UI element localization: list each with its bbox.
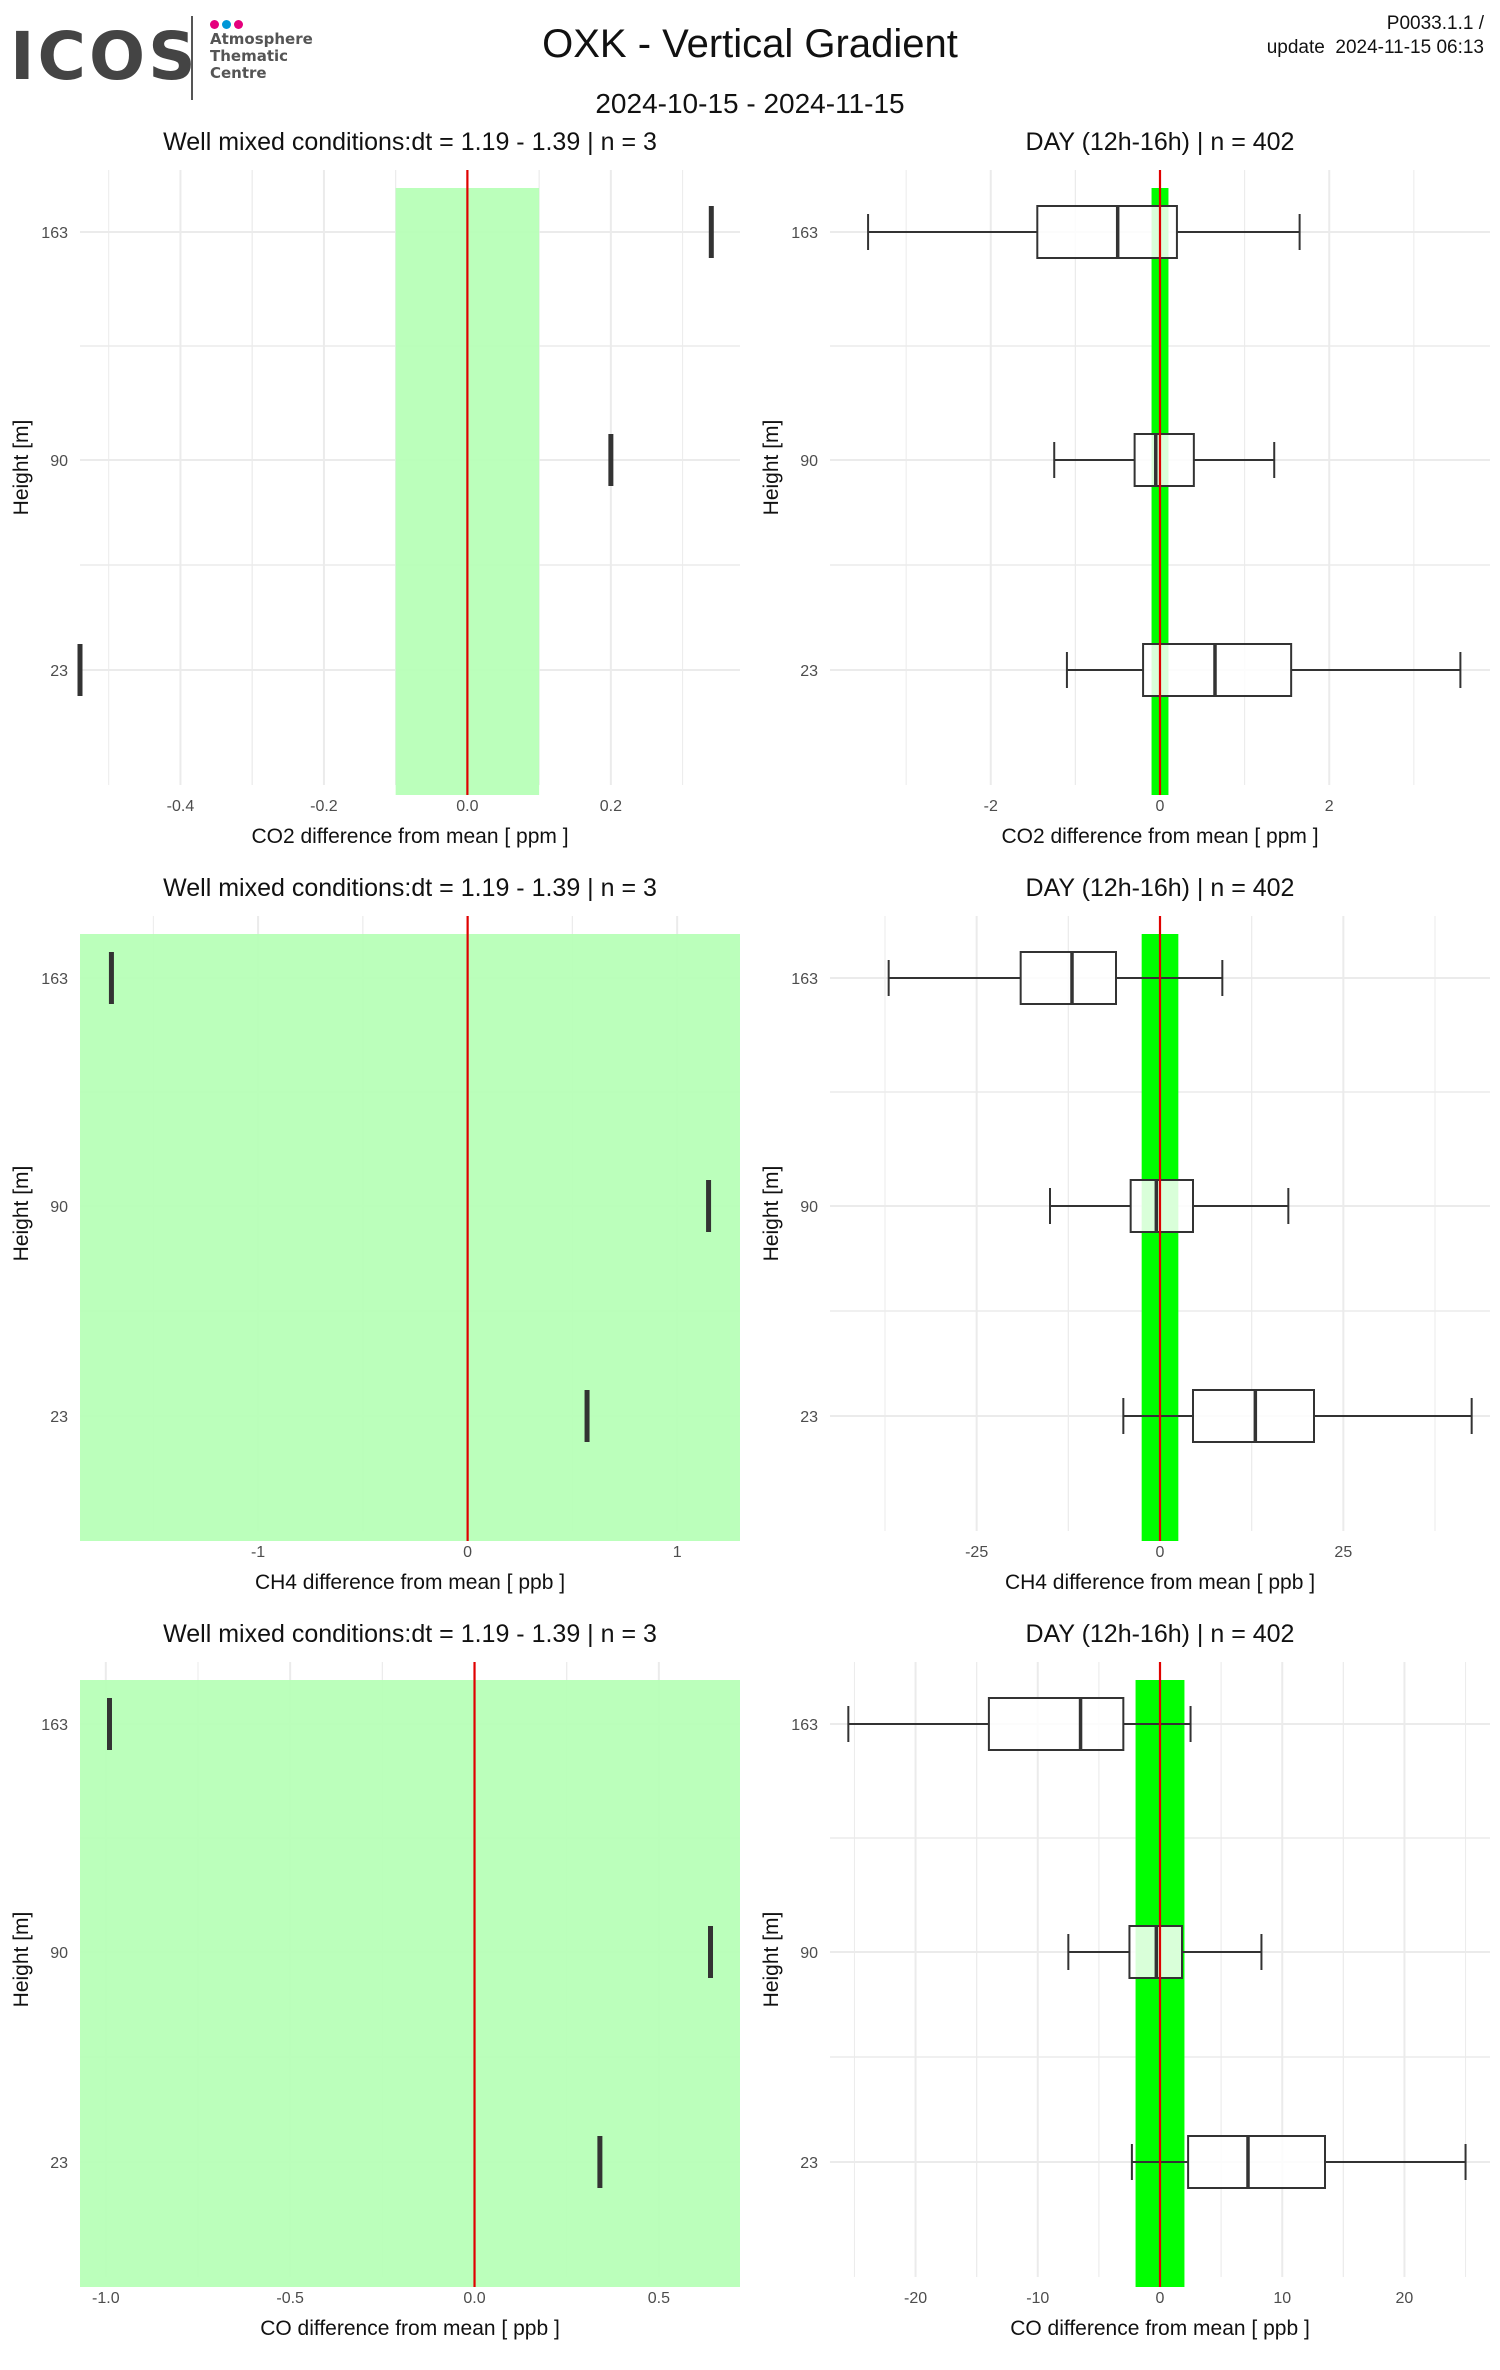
ch4-day-panel: DAY (12h-16h) | n = 402 163 90 23 -25 0 25CH4 … xyxy=(760,874,1490,1594)
x-tick-label: -0.2 xyxy=(310,798,338,815)
y-tick-label: 23 xyxy=(50,663,68,680)
logo-line-1: Atmosphere xyxy=(210,30,313,48)
y-tick-label: 163 xyxy=(791,971,818,988)
x-tick-label: -1 xyxy=(251,1544,265,1561)
logo-dot-3 xyxy=(234,20,243,29)
y-tick-label: 163 xyxy=(791,225,818,242)
x-axis-label: CH4 difference from mean [ ppb ] xyxy=(1005,1571,1315,1594)
panel-title: Well mixed conditions:dt = 1.19 - 1.39 |… xyxy=(163,874,657,902)
x-tick-label: 20 xyxy=(1396,2290,1414,2307)
box-iqr xyxy=(1133,433,1195,487)
date-range: 2024-10-15 - 2024-11-15 xyxy=(595,88,905,119)
threshold-band xyxy=(80,1680,740,2287)
x-axis-label: CO2 difference from mean [ ppm ] xyxy=(251,825,568,848)
x-tick-label: -1.0 xyxy=(92,2290,120,2307)
product-meta: P0033.1.1 / update 2024-11-15 06:13 xyxy=(1267,12,1484,60)
y-axis-label: Height [m] xyxy=(760,1912,783,2008)
box-iqr xyxy=(987,1697,1125,1751)
panel-title: Well mixed conditions:dt = 1.19 - 1.39 |… xyxy=(163,128,657,156)
y-axis-label: Height [m] xyxy=(10,1166,33,1262)
logo-line-2: Thematic xyxy=(210,47,289,65)
y-tick-label: 23 xyxy=(800,663,818,680)
x-tick-label: -10 xyxy=(1026,2290,1049,2307)
panel-title: Well mixed conditions:dt = 1.19 - 1.39 |… xyxy=(163,1620,657,1648)
panel-title: DAY (12h-16h) | n = 402 xyxy=(1026,128,1295,156)
x-tick-label: -0.4 xyxy=(167,798,195,815)
logo-dot-1 xyxy=(210,20,219,29)
y-tick-label: 23 xyxy=(800,1409,818,1426)
x-tick-label: -0.5 xyxy=(276,2290,304,2307)
x-axis-label: CH4 difference from mean [ ppb ] xyxy=(255,1571,565,1594)
co-day-panel: DAY (12h-16h) | n = 402 163 90 23 -20 -10 0 10 2… xyxy=(760,1620,1490,2340)
y-tick-label: 90 xyxy=(800,1199,818,1216)
logo-wordmark: ICOS xyxy=(10,18,199,95)
x-tick-label: -2 xyxy=(984,798,998,815)
logo-line-3: Centre xyxy=(210,64,267,82)
box-iqr xyxy=(1192,1389,1315,1443)
x-tick-label: 0.0 xyxy=(463,2290,485,2307)
box-iqr xyxy=(1019,951,1117,1005)
threshold-band xyxy=(80,934,740,1541)
y-tick-label: 90 xyxy=(50,1945,68,1962)
x-axis-label: CO2 difference from mean [ ppm ] xyxy=(1001,825,1318,848)
y-tick-label: 90 xyxy=(800,1945,818,1962)
panel-title: DAY (12h-16h) | n = 402 xyxy=(1026,1620,1295,1648)
icos-logo: ICOS Atmosphere Thematic Centre xyxy=(10,12,320,102)
logo-dots-icon xyxy=(210,16,246,34)
x-tick-label: -25 xyxy=(965,1544,988,1561)
x-tick-label: 0 xyxy=(463,1544,472,1561)
x-tick-label: 0 xyxy=(1156,1544,1165,1561)
box-iqr xyxy=(1187,2135,1326,2189)
x-tick-label: 25 xyxy=(1334,1544,1352,1561)
product-id: P0033.1.1 / xyxy=(1386,13,1484,34)
x-axis-label: CO difference from mean [ ppb ] xyxy=(260,2317,560,2340)
logo-divider xyxy=(191,16,193,100)
y-tick-label: 23 xyxy=(50,1409,68,1426)
logo-dot-2 xyxy=(222,20,231,29)
x-tick-label: -20 xyxy=(904,2290,927,2307)
y-tick-label: 163 xyxy=(41,1717,68,1734)
box-iqr xyxy=(1142,643,1293,697)
y-tick-label: 23 xyxy=(50,2155,68,2172)
box-iqr xyxy=(1129,1179,1194,1233)
x-tick-label: 0 xyxy=(1156,2290,1165,2307)
y-tick-label: 163 xyxy=(791,1717,818,1734)
box-iqr xyxy=(1036,205,1178,259)
y-tick-label: 90 xyxy=(800,453,818,470)
update-timestamp: update 2024-11-15 06:13 xyxy=(1266,37,1484,58)
y-axis-label: Height [m] xyxy=(10,420,33,516)
panel-title: DAY (12h-16h) | n = 402 xyxy=(1026,874,1295,902)
x-tick-label: 0 xyxy=(1156,798,1165,815)
y-tick-label: 90 xyxy=(50,453,68,470)
y-tick-label: 163 xyxy=(41,225,68,242)
x-tick-label: 2 xyxy=(1325,798,1334,815)
co-wellmixed-panel: Well mixed conditions:dt = 1.19 - 1.39 |… xyxy=(10,1620,740,2340)
y-tick-label: 23 xyxy=(800,2155,818,2172)
y-axis-label: Height [m] xyxy=(760,1166,783,1262)
y-tick-label: 163 xyxy=(41,971,68,988)
x-tick-label: 0.0 xyxy=(456,798,478,815)
x-tick-label: 10 xyxy=(1273,2290,1291,2307)
y-tick-label: 90 xyxy=(50,1199,68,1216)
y-axis-label: Height [m] xyxy=(10,1912,33,2008)
x-tick-label: 0.5 xyxy=(648,2290,670,2307)
co2-wellmixed-panel: Well mixed conditions:dt = 1.19 - 1.39 |… xyxy=(10,128,740,848)
x-axis-label: CO difference from mean [ ppb ] xyxy=(1010,2317,1310,2340)
x-tick-label: 1 xyxy=(673,1544,682,1561)
ch4-wellmixed-panel: Well mixed conditions:dt = 1.19 - 1.39 |… xyxy=(10,874,740,1594)
page-title: OXK - Vertical Gradient xyxy=(542,22,958,66)
x-tick-label: 0.2 xyxy=(600,798,622,815)
y-axis-label: Height [m] xyxy=(760,420,783,516)
